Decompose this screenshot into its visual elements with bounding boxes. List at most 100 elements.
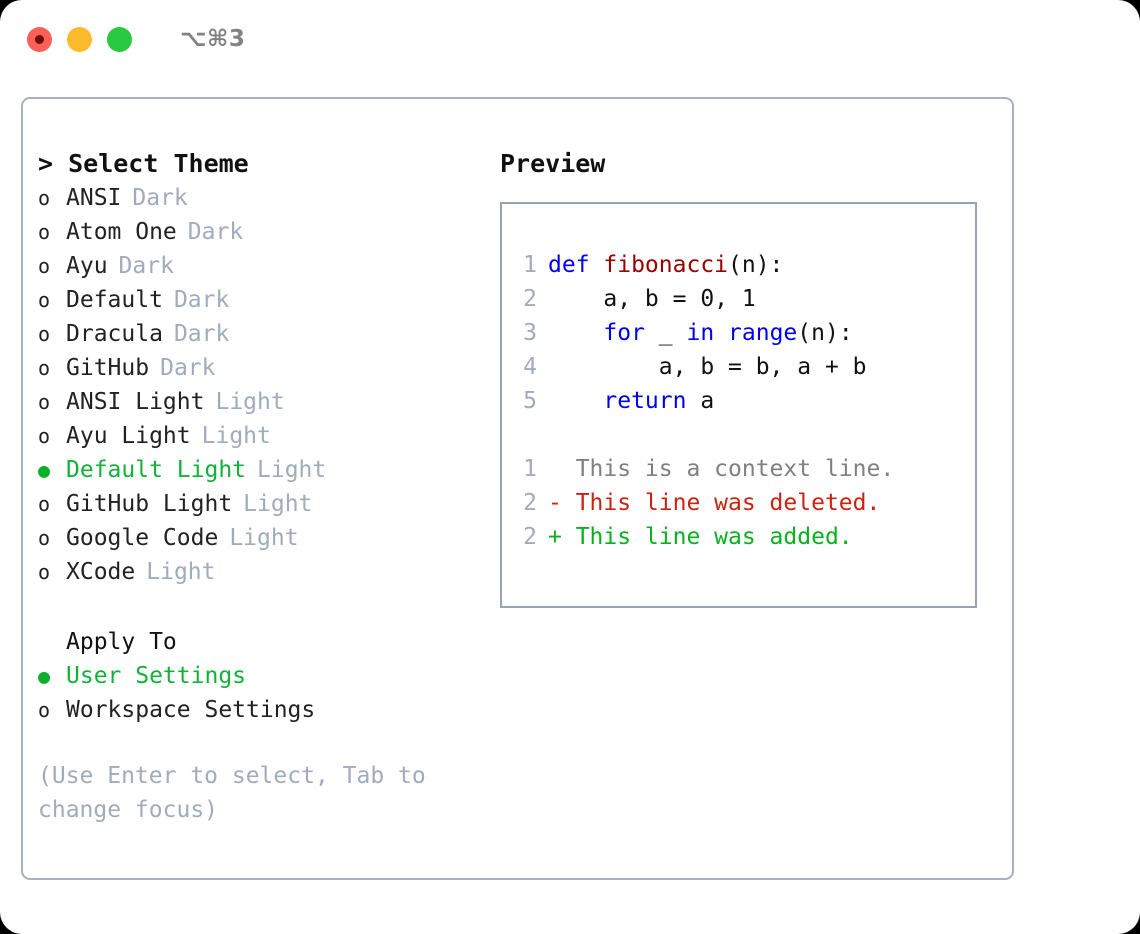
radio-unselected-icon[interactable]: o <box>38 560 51 584</box>
radio-unselected-icon[interactable]: o <box>38 424 51 448</box>
theme-option-category: Light <box>146 559 216 585</box>
code-token-plain <box>548 388 603 414</box>
keyboard-hint: (Use Enter to select, Tab to change focu… <box>38 763 426 823</box>
code-token-keyword: return <box>603 388 687 414</box>
theme-option[interactable]: o Atom One Dark <box>38 215 478 249</box>
line-number: 1 <box>523 456 537 482</box>
radio-unselected-icon[interactable]: o <box>38 390 51 414</box>
line-number: 3 <box>523 320 537 346</box>
theme-option-label: ANSI <box>66 185 122 211</box>
theme-option[interactable]: o Google Code Light <box>38 521 478 555</box>
code-token-plain <box>714 320 728 346</box>
radio-unselected-icon[interactable]: o <box>38 186 51 210</box>
radio-unselected-icon[interactable]: o <box>38 220 51 244</box>
line-number: 5 <box>523 388 537 414</box>
diff-line-context: 1 This is a context line. <box>515 452 975 486</box>
theme-option-category: Dark <box>160 355 216 381</box>
code-token-plain <box>548 320 603 346</box>
title-bar: ⌥⌘3 <box>0 0 1140 78</box>
code-line: 4 a, b = b, a + b <box>515 350 975 384</box>
theme-option-category: Dark <box>173 287 230 313</box>
radio-unselected-icon[interactable]: o <box>38 288 51 312</box>
theme-option-category: Dark <box>132 185 188 211</box>
radio-unselected-icon[interactable]: o <box>38 356 51 380</box>
keyboard-shortcut-label: ⌥⌘3 <box>180 26 246 52</box>
apply-to-option[interactable]: o Workspace Settings <box>38 693 478 727</box>
apply-to-list[interactable]: ●User Settings o Workspace Settings <box>38 659 478 727</box>
line-number: 2 <box>523 490 537 516</box>
theme-option-label: Atom One <box>66 219 177 245</box>
close-button[interactable] <box>27 26 52 52</box>
apply-to-title: Apply To <box>66 629 177 655</box>
theme-option-label: XCode <box>66 559 136 585</box>
theme-option-label: Default Light <box>66 457 247 483</box>
code-token-function: fibonacci <box>603 252 729 278</box>
theme-option-label: Ayu <box>66 253 108 279</box>
theme-option[interactable]: o Default Dark <box>38 283 478 317</box>
code-line: 2 a, b = 0, 1 <box>515 282 975 316</box>
radio-unselected-icon[interactable]: o <box>38 698 51 722</box>
code-token-keyword: def <box>548 252 604 278</box>
theme-option-label: ANSI Light <box>66 389 205 415</box>
theme-option[interactable]: ● Default Light Light <box>38 453 478 487</box>
theme-option[interactable]: o ANSI Light Light <box>38 385 478 419</box>
theme-option-category: Dark <box>118 253 174 279</box>
code-token-keyword: range <box>728 320 798 346</box>
apply-to-option[interactable]: ●User Settings <box>38 659 478 693</box>
theme-option-category: Light <box>243 491 313 517</box>
theme-option-label: Google Code <box>66 525 219 551</box>
page-title: > Select Theme <box>38 149 249 178</box>
line-number: 2 <box>523 524 537 550</box>
radio-selected-icon[interactable]: ● <box>38 664 51 688</box>
theme-option-label: Ayu Light <box>66 423 191 449</box>
theme-option-category: Light <box>257 457 327 483</box>
apply-to-option-label: Workspace Settings <box>66 697 316 723</box>
theme-option-category: Light <box>229 525 299 551</box>
code-token-plain: (n): <box>728 252 784 278</box>
theme-option-label: GitHub <box>66 355 150 381</box>
radio-selected-icon[interactable]: ● <box>38 458 51 482</box>
diff-line-deleted: 2 - This line was deleted. <box>515 486 975 520</box>
radio-unselected-icon[interactable]: o <box>38 492 51 516</box>
code-token-plain: _ <box>644 320 687 346</box>
code-line: 5 return a <box>515 384 975 418</box>
line-number: 2 <box>523 286 537 312</box>
theme-option[interactable]: o GitHub Light Light <box>38 487 478 521</box>
radio-unselected-icon[interactable]: o <box>38 322 51 346</box>
theme-option-category: Dark <box>187 219 244 245</box>
code-token-keyword: for <box>603 320 645 346</box>
code-token-plain: (n): <box>797 320 853 346</box>
diff-sample: 1 This is a context line. 2 - This line wa… <box>515 452 975 554</box>
theme-option-category: Dark <box>173 321 230 347</box>
theme-option-label: GitHub Light <box>66 491 233 517</box>
code-line: 3 for _ in range(n): <box>515 316 975 350</box>
diff-line-added: 2 + This line was added. <box>515 520 975 554</box>
diff-line-text: This is a context line. <box>548 456 895 482</box>
code-token-plain: a, b = 0, 1 <box>548 286 756 312</box>
minimize-button[interactable] <box>67 26 92 52</box>
maximize-button[interactable] <box>107 26 132 52</box>
line-number: 4 <box>523 354 537 380</box>
code-token-keyword: in <box>686 320 715 346</box>
theme-option[interactable]: o XCode Light <box>38 555 478 589</box>
diff-line-text: + This line was added. <box>548 524 853 550</box>
radio-unselected-icon[interactable]: o <box>38 254 51 278</box>
theme-option-category: Light <box>215 389 285 415</box>
code-diff-spacer <box>515 418 975 452</box>
theme-option[interactable]: o ANSI Dark <box>38 181 478 215</box>
theme-option[interactable]: o Ayu Dark <box>38 249 478 283</box>
theme-option[interactable]: o GitHub Dark <box>38 351 478 385</box>
theme-option-label: Default <box>66 287 163 313</box>
diff-line-text: - This line was deleted. <box>548 490 881 516</box>
code-token-plain: a <box>686 388 715 414</box>
apply-to-section: Apply To ●User Settings o Workspace Settin… <box>38 625 478 727</box>
radio-unselected-icon[interactable]: o <box>38 526 51 550</box>
line-number: 1 <box>523 252 537 278</box>
